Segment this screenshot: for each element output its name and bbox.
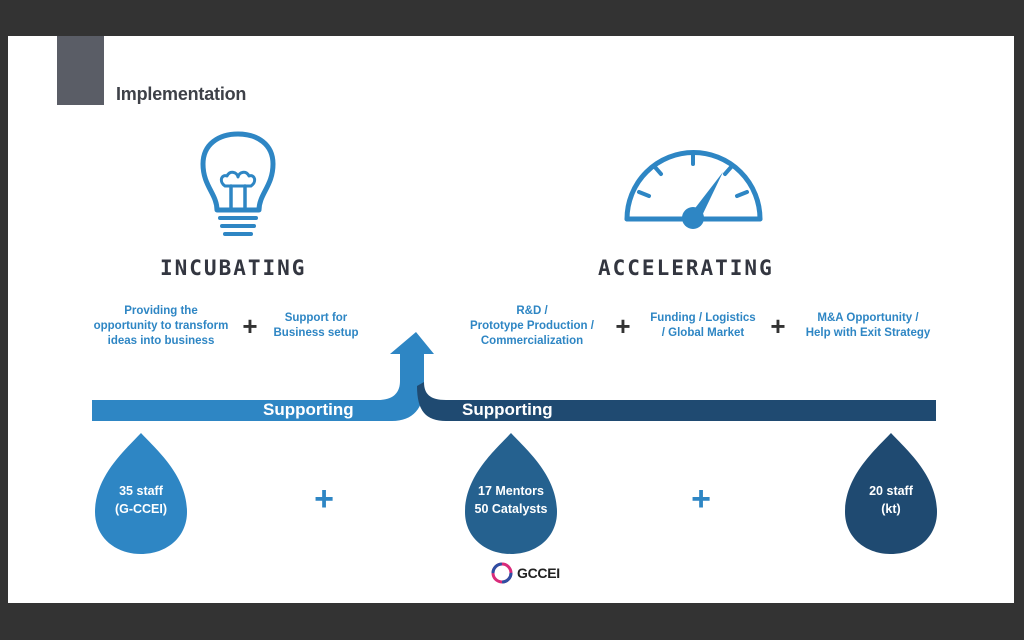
accelerating-item-2: Funding / Logistics / Global Market: [650, 312, 756, 339]
accelerating-item-3: M&A Opportunity / Help with Exit Strateg…: [805, 312, 931, 339]
incubating-item-2: Support for Business setup: [273, 312, 359, 339]
accelerating-item-1: R&D / Prototype Production / Commerciali…: [470, 305, 594, 347]
plus-sign: +: [314, 480, 334, 518]
lightbulb-icon: [200, 131, 276, 236]
supporting-label-left: Supporting: [263, 400, 354, 419]
drop-left-label: 35 staff (G-CCEI): [114, 484, 168, 516]
gccei-logo-text: GCCEI: [517, 565, 560, 581]
speedometer-icon: [624, 150, 763, 229]
supporting-bar-right: [417, 382, 936, 421]
accelerating-heading: ACCELERATING: [598, 256, 774, 280]
incubating-item-1: Providing the opportunity to transform i…: [93, 305, 229, 347]
plus-sign: +: [615, 311, 631, 341]
plus-sign: +: [691, 480, 711, 518]
plus-sign: +: [770, 311, 786, 341]
plus-sign: +: [242, 311, 258, 341]
gccei-logo-icon: [491, 562, 513, 584]
slide: Implementation INCUBATING ACCELERATING P…: [8, 36, 1014, 603]
supporting-label-right: Supporting: [462, 400, 553, 419]
drop-middle-label: 17 Mentors 50 Catalysts: [474, 484, 548, 516]
drop-right-label: 20 staff (kt): [869, 484, 913, 516]
title-accent-block: [57, 36, 104, 105]
incubating-heading: INCUBATING: [160, 256, 307, 280]
page-title: Implementation: [116, 84, 247, 104]
supporting-bar-left: [92, 332, 434, 421]
diagram-art: [57, 36, 937, 584]
